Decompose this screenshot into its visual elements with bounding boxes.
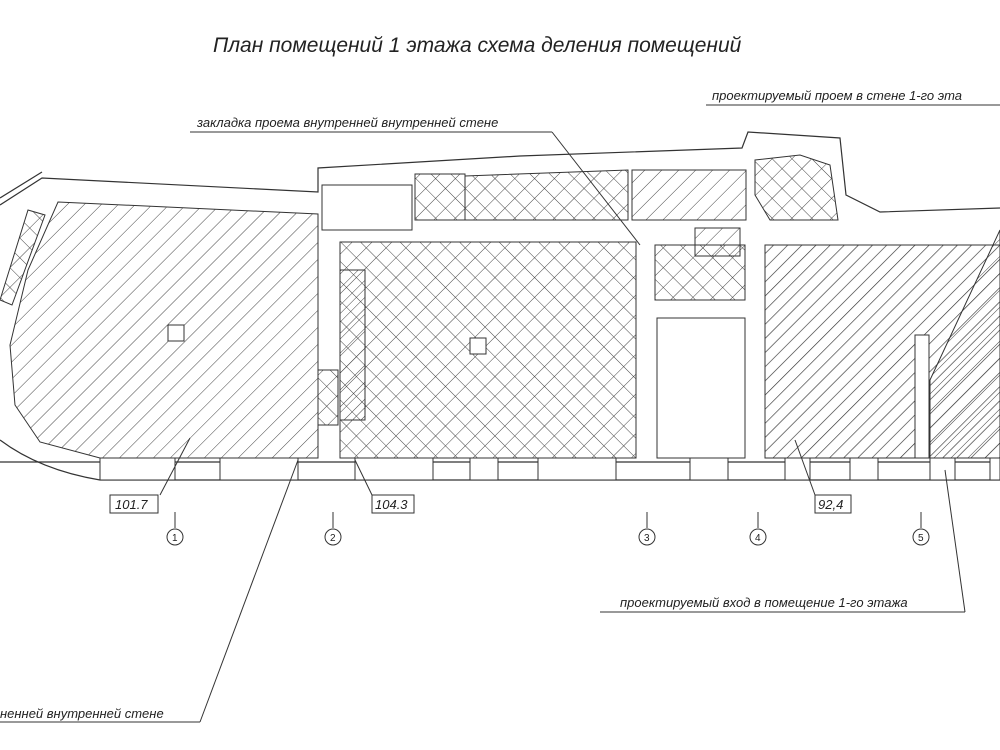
doorway-fill <box>317 369 339 426</box>
room-white <box>656 317 746 459</box>
partition <box>914 334 930 459</box>
column-1 <box>167 324 185 342</box>
room-104-3 <box>339 241 637 459</box>
note-bottom-right: проектируемый вход в помещение 1-го этаж… <box>600 469 966 613</box>
svg-text:ненней внутренней стене: ненней внутренней стене <box>0 706 164 721</box>
room-stair-top <box>694 227 741 257</box>
axis-markers <box>166 512 930 546</box>
room-top-block <box>754 154 839 221</box>
svg-text:101.7: 101.7 <box>115 497 148 512</box>
svg-text:проектируемый проем в стене 1-: проектируемый проем в стене 1-го эта <box>712 88 962 103</box>
svg-text:закладка проема внутренней вну: закладка проема внутренней внутренней ст… <box>196 115 498 130</box>
windows <box>99 457 1000 481</box>
stair <box>339 269 366 421</box>
column-2 <box>469 337 487 355</box>
note-bottom-left: ненней внутренней стене <box>0 459 299 723</box>
area-label-1: 101.7 <box>109 437 191 514</box>
corridor <box>464 169 629 221</box>
svg-text:104.3: 104.3 <box>375 497 408 512</box>
note-top-right: проектируемый проем в стене 1-го эта <box>706 88 1000 106</box>
axis-2: 2 <box>330 533 336 544</box>
svg-text:проектируемый вход в помещение: проектируемый вход в помещение 1-го этаж… <box>620 595 908 610</box>
room-right-edge <box>929 229 1000 459</box>
axis-3: 3 <box>644 533 650 544</box>
left-windows <box>0 209 46 306</box>
wc-block <box>321 184 413 231</box>
room-101-7 <box>9 201 319 459</box>
note-top-left: закладка проема внутренней внутренней ст… <box>190 115 641 246</box>
area-label-3: 92,4 <box>794 439 852 514</box>
axis-4: 4 <box>755 533 761 544</box>
axis-1: 1 <box>172 533 178 544</box>
small-room <box>414 173 466 221</box>
room-top-right <box>631 169 747 221</box>
svg-text:92,4: 92,4 <box>818 497 843 512</box>
axis-5: 5 <box>918 533 924 544</box>
area-label-2: 104.3 <box>354 459 415 514</box>
plan-title: План помещений 1 этажа схема деления пом… <box>213 34 742 57</box>
